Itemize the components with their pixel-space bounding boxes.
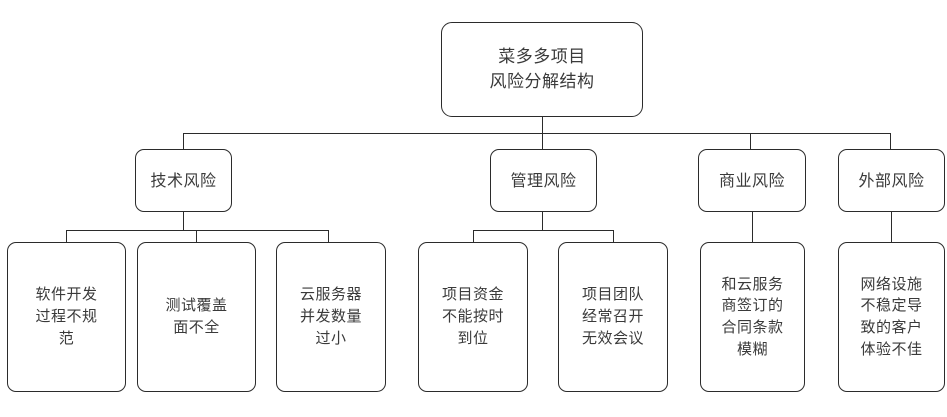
connector-mgmt-down: [542, 212, 543, 230]
node-risk-biz-1[interactable]: 和云服务 商签订的 合同条款 模糊: [700, 242, 805, 392]
connector-stem-mgmt: [542, 133, 543, 150]
node-risk-mgmt-2[interactable]: 项目团队 经常召开 无效会议: [558, 242, 668, 392]
connector-tech-leaf-1: [66, 230, 67, 242]
connector-tech-leaf-2: [196, 230, 197, 242]
node-risk-ext-1[interactable]: 网络设施 不稳定导 致的客户 体验不佳: [838, 242, 945, 392]
node-risk-tech-1[interactable]: 软件开发 过程不规 范: [7, 242, 126, 392]
node-root[interactable]: 菜多多项目 风险分解结构: [441, 22, 643, 117]
connector-level2-bus: [183, 133, 890, 134]
connector-tech-bus: [66, 230, 328, 231]
connector-stem-tech: [183, 133, 184, 150]
connector-stem-biz: [750, 133, 751, 150]
node-risk-mgmt-1[interactable]: 项目资金 不能按时 到位: [418, 242, 528, 392]
node-category-biz[interactable]: 商业风险: [698, 149, 806, 212]
node-risk-tech-3[interactable]: 云服务器 并发数量 过小: [276, 242, 386, 392]
connector-stem-ext: [890, 133, 891, 150]
connector-tech-down: [183, 212, 184, 230]
node-category-mgmt[interactable]: 管理风险: [490, 149, 597, 212]
connector-ext-down: [891, 212, 892, 242]
node-category-tech[interactable]: 技术风险: [135, 149, 232, 212]
connector-tech-leaf-3: [328, 230, 329, 242]
connector-mgmt-leaf-1: [473, 230, 474, 242]
connector-biz-down: [752, 212, 753, 242]
connector-mgmt-leaf-2: [613, 230, 614, 242]
node-risk-tech-2[interactable]: 测试覆盖 面不全: [137, 242, 256, 392]
connector-root-stem: [542, 117, 543, 133]
node-category-ext[interactable]: 外部风险: [838, 149, 945, 212]
connector-mgmt-bus: [473, 230, 613, 231]
